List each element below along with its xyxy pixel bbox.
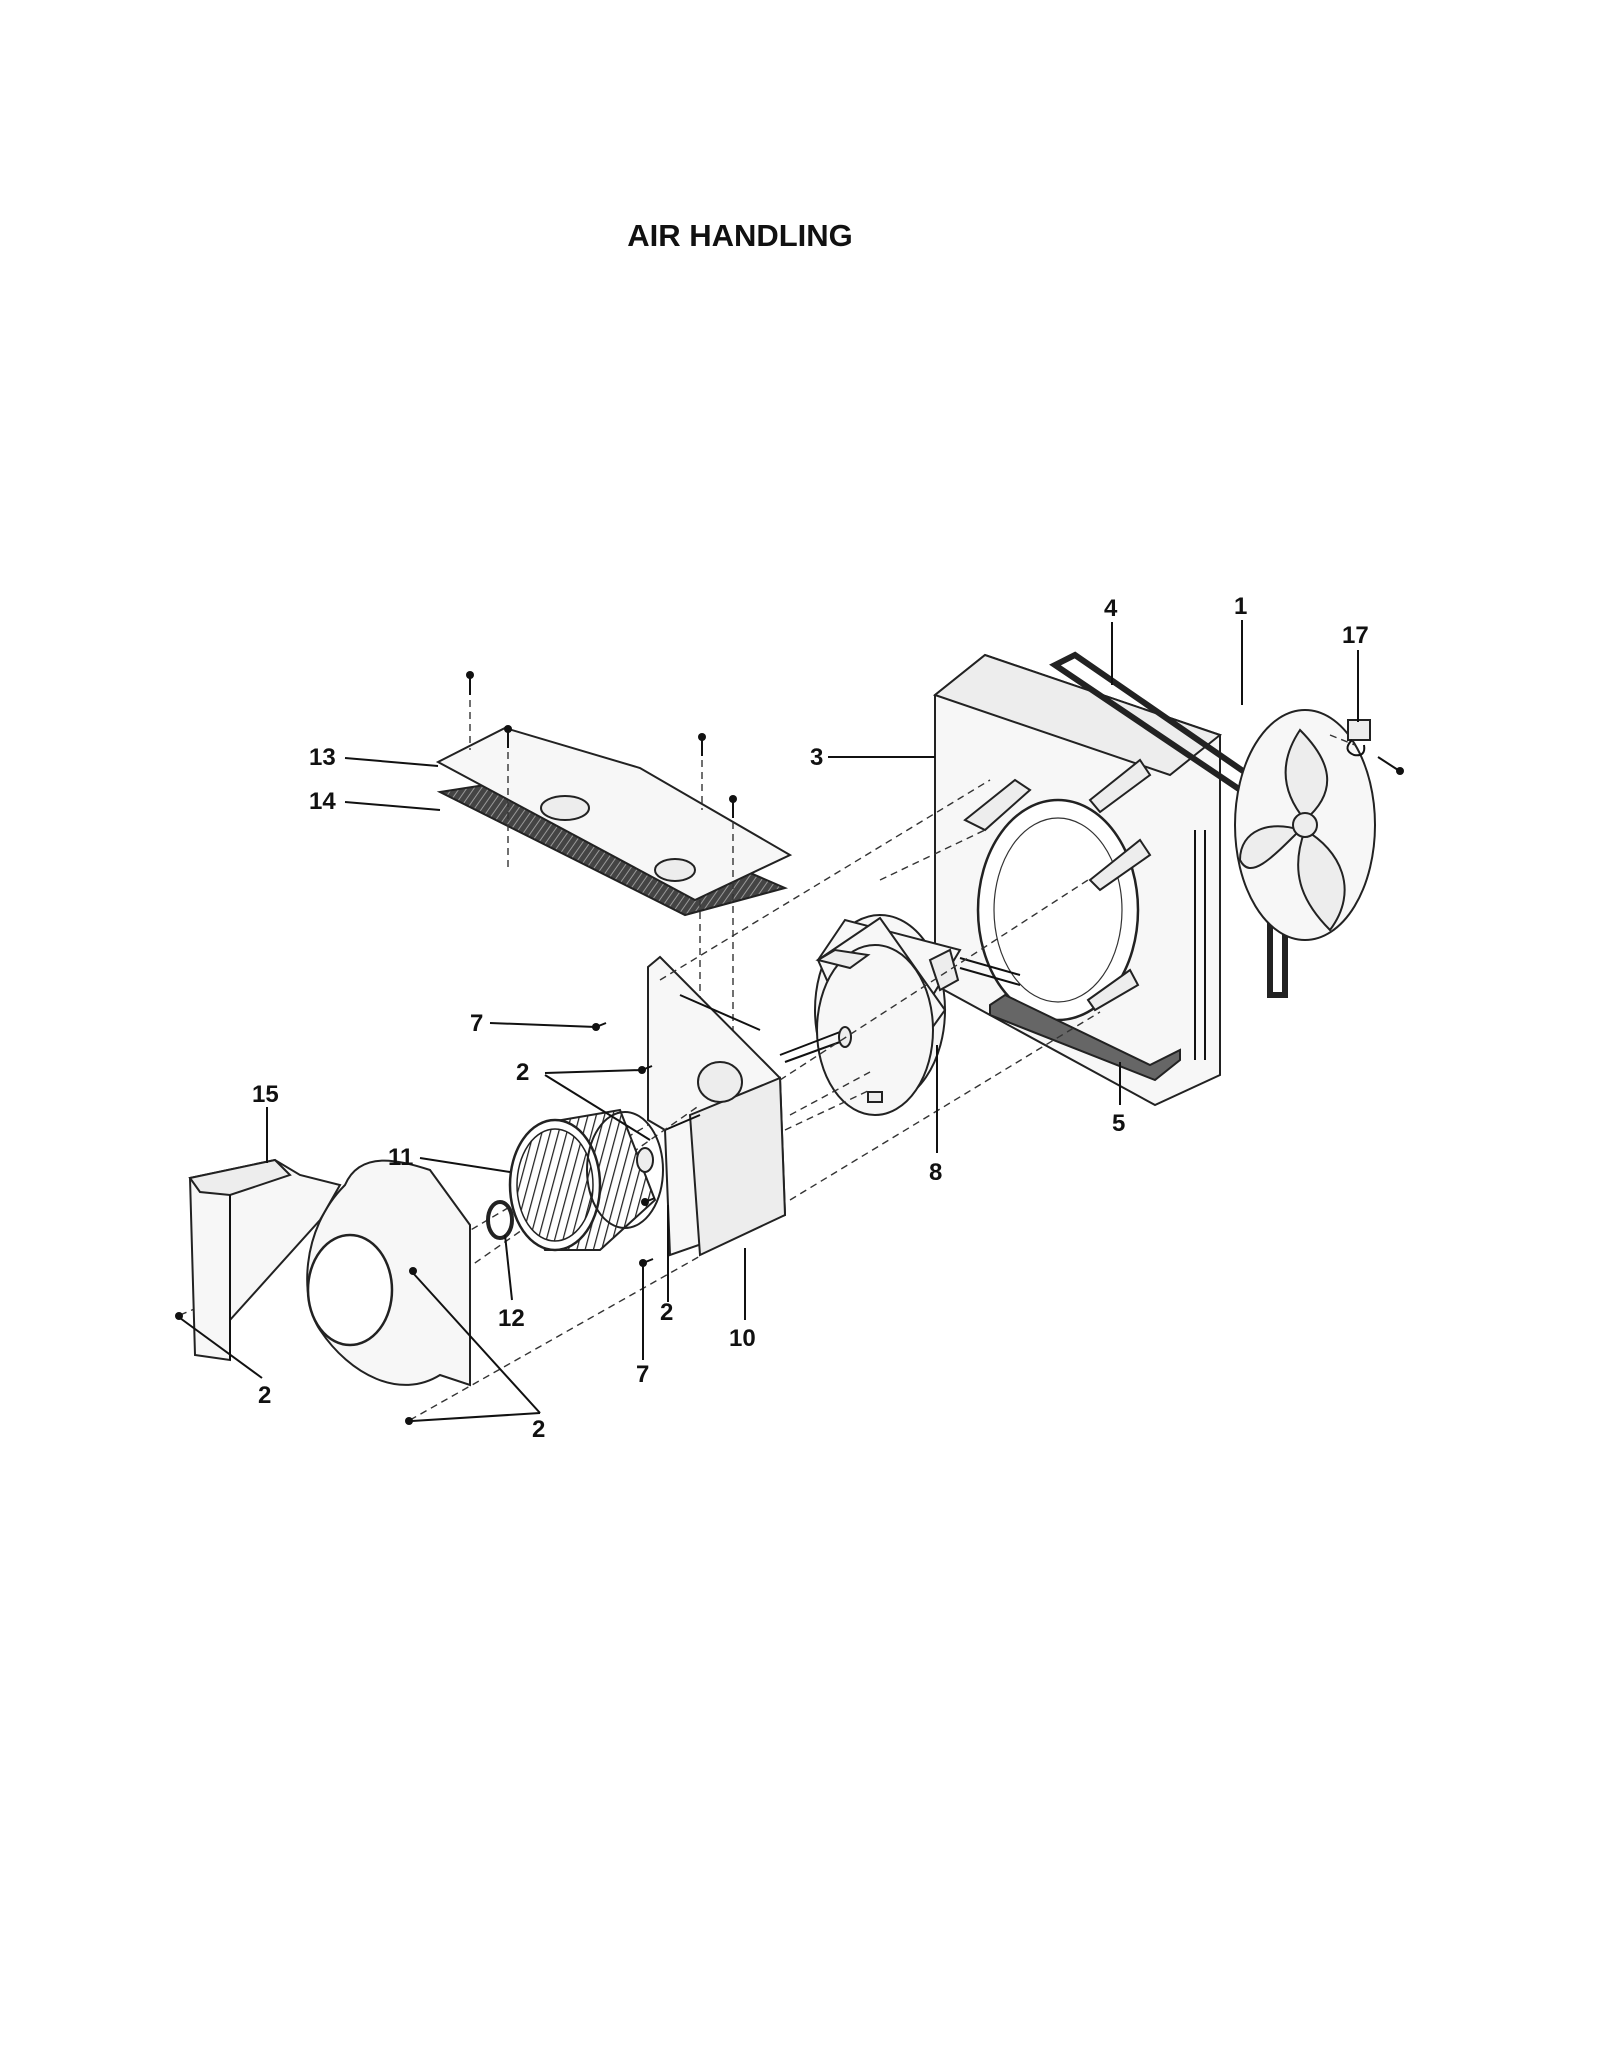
callout-8: 8 [929,1159,942,1186]
callout-7-bottom: 7 [636,1361,649,1388]
callout-7-top: 7 [470,1010,483,1037]
page-title: AIR HANDLING [627,218,853,253]
screw-icon [1377,756,1404,775]
gasket-strip-part [989,993,1181,1082]
callout-17: 17 [1342,622,1369,649]
callout-5: 5 [1112,1110,1125,1137]
callout-15: 15 [252,1081,279,1108]
callout-2-lower: 2 [660,1299,673,1326]
fan-blade-part [1234,709,1376,941]
retaining-ring-part [486,1200,514,1240]
callout-2-center: 2 [516,1059,529,1086]
screw-icon [698,733,706,756]
callout-10: 10 [729,1325,756,1352]
blower-wheel-part [508,1108,664,1252]
blower-scroll-part [188,1158,471,1387]
shroud-housing-part [932,653,1223,1107]
callout-13: 13 [309,744,336,771]
screw-icon [729,795,737,818]
top-cover-plate-part [435,671,793,1050]
callout-11: 11 [388,1144,413,1171]
screw-icon [409,1267,417,1275]
callout-1: 1 [1234,593,1247,620]
blower-motor-part [779,914,1021,1116]
screw-icon [405,1417,413,1425]
callout-4: 4 [1104,595,1118,622]
screw-icon [639,1258,654,1267]
motor-bracket-part [647,955,787,1257]
screw-icon [641,1197,656,1206]
callout-2-bottom: 2 [532,1416,545,1443]
screw-icon [504,725,512,748]
screw-icon [466,671,474,695]
callout-12: 12 [498,1305,525,1332]
callout-14: 14 [309,788,336,815]
callout-3: 3 [810,744,823,771]
leader-lines [179,620,1359,1422]
callout-2-left: 2 [258,1382,271,1409]
